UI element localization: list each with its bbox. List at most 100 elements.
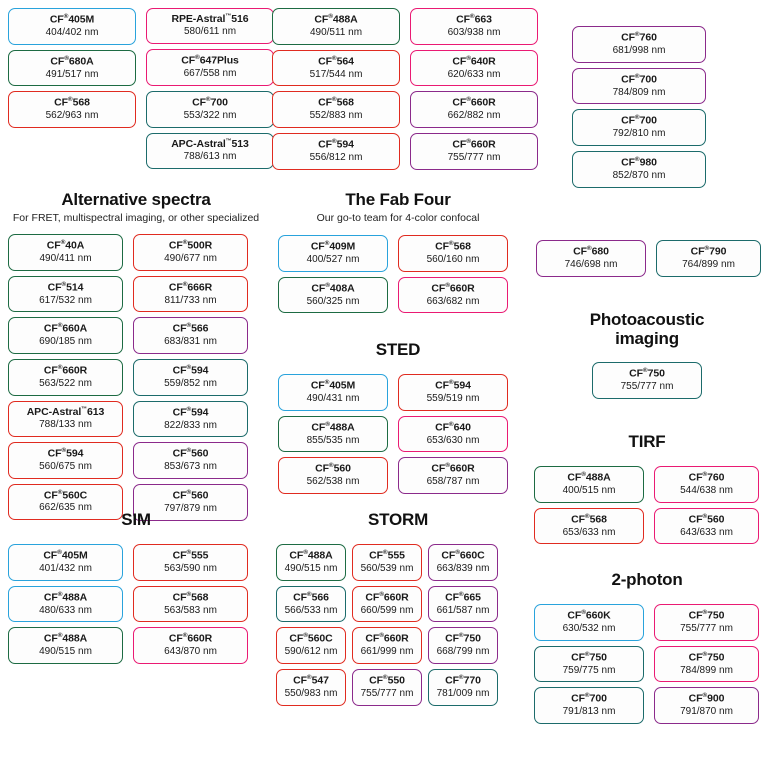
dye-spectra: 643/870 nm [164,646,217,658]
registered-mark-icon: ® [325,281,330,289]
dye-spectra: 852/870 nm [612,169,666,181]
dye-spectra: 661/587 nm [436,604,490,616]
dye-spectra: 404/402 nm [45,26,99,38]
registered-mark-icon: ® [182,632,188,640]
dye-name: CF®660R [413,96,535,109]
registered-mark-icon: ® [702,650,708,658]
dye-name-base: CF [172,447,187,460]
dye-name-number: 665 [463,591,481,604]
registered-mark-icon: ® [704,245,710,252]
dye-name-base: CF [688,513,703,526]
dye-name-base: APC-Astral [171,137,226,150]
dye-name-base: CF [690,245,705,258]
dye-name: CF®568 [537,513,641,526]
dye-name: CF®660K [537,609,641,622]
registered-mark-icon: ® [634,31,640,38]
dye-name: CF®750 [537,651,641,664]
dye-name: CF®488A [279,549,343,562]
dye-name-number: 408A [329,282,355,295]
dye-spectra: 643/633 nm [680,526,733,538]
dye-name-number: 660R [62,364,88,377]
dye-spectra: 620/633 nm [447,68,501,80]
dye-spectra: 480/633 nm [39,604,92,616]
